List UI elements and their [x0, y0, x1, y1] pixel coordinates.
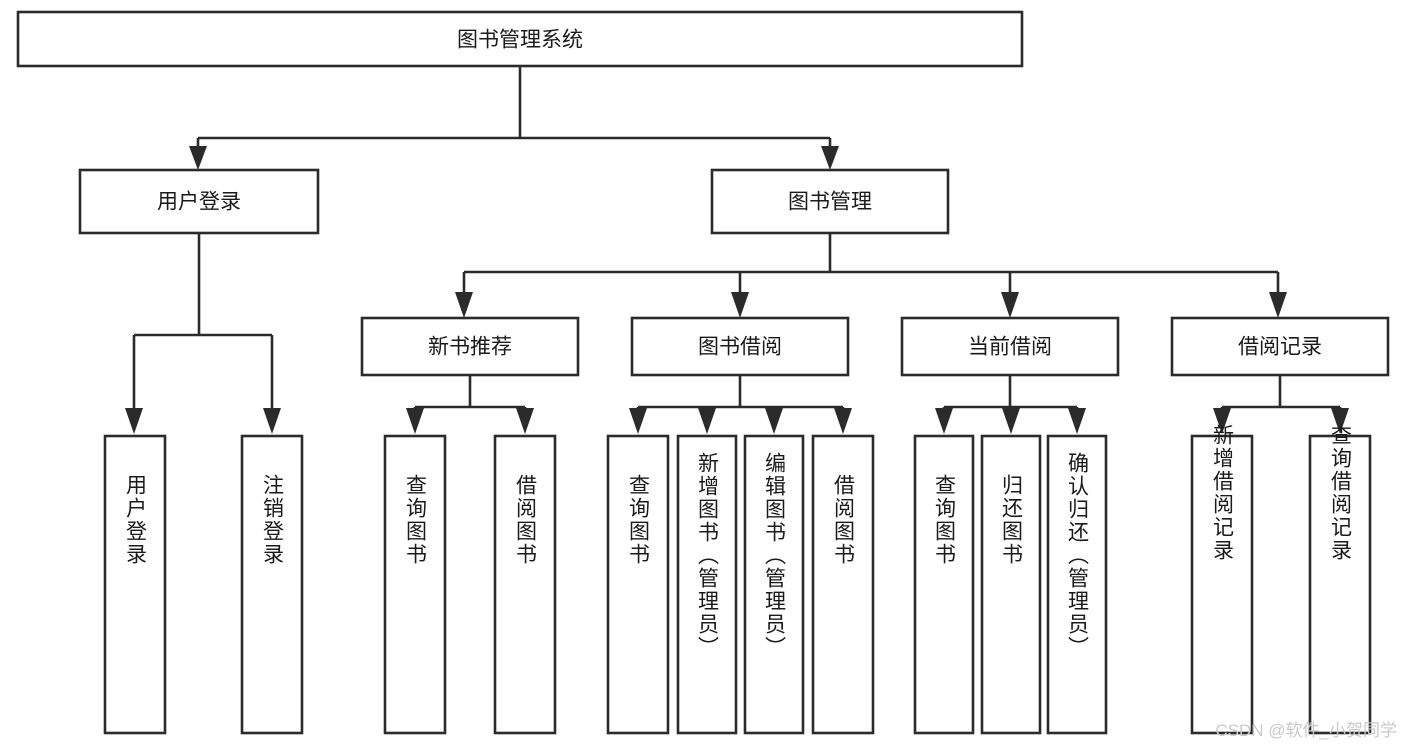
- leaf-node-user-login-action[interactable]: 用户登录: [103, 434, 167, 735]
- leaf-label-bb-query-book: 查询图书: [627, 474, 651, 566]
- leaf-node-br-add-record[interactable]: 新增借阅记录: [1190, 424, 1254, 735]
- arrow-head-leaf-user-login: [125, 408, 143, 434]
- arrow-head-leaf-bb4: [834, 408, 852, 434]
- node-book-management[interactable]: 图书管理: [710, 168, 950, 235]
- leaf-box-bb-add-book[interactable]: [676, 434, 738, 735]
- leaf-label-cb-query-book: 查询图书: [933, 474, 957, 566]
- node-label-book-borrow: 图书借阅: [698, 336, 782, 359]
- node-box-current-borrow[interactable]: [900, 316, 1120, 377]
- leaf-node-nb-borrow-book[interactable]: 借阅图书: [493, 434, 557, 735]
- node-label-new-book-recommend: 新书推荐: [428, 336, 512, 359]
- leaf-label-bb-borrow-book: 借阅图书: [832, 474, 856, 566]
- arrow-head-bookborrow: [731, 292, 749, 318]
- leaf-box-bb-borrow-book[interactable]: [811, 434, 875, 735]
- arrow-head-leaf-bb1: [629, 408, 647, 434]
- node-book-borrow[interactable]: 图书借阅: [630, 316, 850, 377]
- leaf-box-br-query-record[interactable]: [1308, 434, 1372, 735]
- leaf-node-bb-borrow-book[interactable]: 借阅图书: [811, 434, 875, 735]
- leaf-box-br-add-record[interactable]: [1190, 434, 1254, 735]
- leaf-label-bb-add-book: 新增图书（管理员）: [696, 452, 720, 659]
- node-box-book-borrow[interactable]: [630, 316, 850, 377]
- leaf-node-br-query-record[interactable]: 查询借阅记录: [1308, 424, 1372, 735]
- arrow-head-leaf-cb2: [1002, 408, 1020, 434]
- leaf-box-nb-borrow-book[interactable]: [493, 434, 557, 735]
- leaf-node-nb-query-book[interactable]: 查询图书: [383, 434, 447, 735]
- arrow-head-bookmgmt: [821, 146, 839, 170]
- arrow-head-leaf-cb1: [935, 408, 953, 434]
- arrow-head-leaf-bb2: [698, 408, 716, 434]
- leaf-label-nb-borrow-book: 借阅图书: [514, 474, 538, 566]
- leaf-box-cb-confirm-return[interactable]: [1046, 434, 1108, 735]
- leaf-node-bb-add-book[interactable]: 新增图书（管理员）: [676, 434, 738, 735]
- leaf-box-cb-query-book[interactable]: [913, 434, 975, 735]
- arrow-head-leaf-logout: [263, 408, 281, 434]
- node-box-new-book-recommend[interactable]: [360, 316, 580, 377]
- node-box-borrow-record[interactable]: [1170, 316, 1390, 377]
- arrow-head-borrowrecord: [1269, 292, 1287, 318]
- arrow-head-userlogin: [189, 146, 207, 170]
- leaf-box-bb-edit-book[interactable]: [743, 434, 805, 735]
- arrow-head-leaf-br2: [1331, 408, 1349, 434]
- leaf-label-bb-edit-book: 编辑图书（管理员）: [763, 452, 787, 659]
- leaf-node-cb-return-book[interactable]: 归还图书: [980, 434, 1042, 735]
- leaf-label-cb-return-book: 归还图书: [1000, 474, 1024, 566]
- leaf-label-nb-query-book: 查询图书: [404, 474, 428, 566]
- node-box-root[interactable]: [16, 10, 1024, 68]
- leaf-box-user-login[interactable]: [103, 434, 167, 735]
- leaf-label-br-add-record: 新增借阅记录: [1211, 424, 1235, 562]
- node-label-root: 图书管理系统: [457, 29, 583, 52]
- leaf-box-logout[interactable]: [240, 434, 304, 735]
- node-user-login[interactable]: 用户登录: [78, 168, 320, 235]
- arrow-head-leaf-cb3: [1068, 408, 1086, 434]
- leaf-box-nb-query-book[interactable]: [383, 434, 447, 735]
- node-borrow-record[interactable]: 借阅记录: [1170, 316, 1390, 377]
- arrow-head-leaf-br1: [1213, 408, 1231, 434]
- node-label-borrow-record: 借阅记录: [1238, 336, 1322, 359]
- node-root-system[interactable]: 图书管理系统: [16, 10, 1024, 68]
- leaf-box-cb-return-book[interactable]: [980, 434, 1042, 735]
- leaf-node-cb-confirm-return[interactable]: 确认归还（管理员）: [1046, 434, 1108, 735]
- node-label-book-management: 图书管理: [788, 191, 872, 214]
- leaf-node-logout[interactable]: 注销登录: [240, 434, 304, 735]
- csdn-watermark: CSDN @软件_小贺同学: [1215, 721, 1397, 740]
- leaf-node-cb-query-book[interactable]: 查询图书: [913, 434, 975, 735]
- arrow-head-leaf-bb3: [765, 408, 783, 434]
- leaf-label-logout: 注销登录: [261, 474, 285, 566]
- leaf-node-bb-edit-book[interactable]: 编辑图书（管理员）: [743, 434, 805, 735]
- arrow-head-currentborrow: [1001, 292, 1019, 318]
- leaf-label-br-query-record: 查询借阅记录: [1329, 424, 1353, 562]
- leaf-box-bb-query-book[interactable]: [606, 434, 670, 735]
- node-new-book-recommend[interactable]: 新书推荐: [360, 316, 580, 377]
- arrow-head-leaf-nb1: [406, 408, 424, 434]
- leaf-label-user-login: 用户登录: [124, 474, 148, 566]
- leaf-node-bb-query-book[interactable]: 查询图书: [606, 434, 670, 735]
- node-label-user-login: 用户登录: [157, 191, 241, 214]
- node-label-current-borrow: 当前借阅: [968, 336, 1052, 359]
- arrow-head-newbook: [455, 292, 473, 318]
- leaf-label-cb-confirm-return: 确认归还（管理员）: [1066, 452, 1090, 659]
- arrow-head-leaf-nb2: [516, 408, 534, 434]
- node-current-borrow[interactable]: 当前借阅: [900, 316, 1120, 377]
- node-box-book-management[interactable]: [710, 168, 950, 235]
